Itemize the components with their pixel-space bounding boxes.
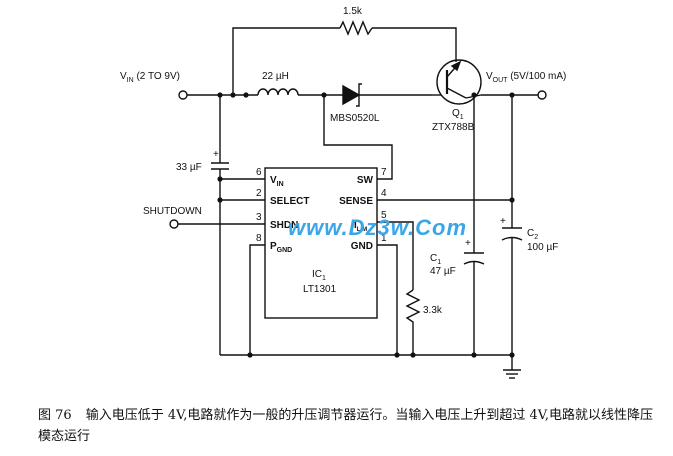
caption-text: 输入电压低于 4V,电路就作为一般的升压调节器运行。当输入电压上升到超过 4V,… <box>38 408 653 444</box>
cin-plus: + <box>213 149 219 160</box>
inductor <box>257 88 299 96</box>
pin-sw-name: SW <box>357 175 374 186</box>
pin-shdn-name: SHDN <box>270 220 298 231</box>
cin-label: 33 µF <box>176 162 202 173</box>
pin-vin-name: VIN <box>270 175 284 188</box>
pin-ilim-name: ILIM <box>354 220 367 233</box>
vout-label: VOUT (5V/100 mA) <box>486 71 566 84</box>
pin-3-number: 3 <box>256 212 262 223</box>
pin-pgnd-name: PGND <box>270 241 292 254</box>
vout-terminal <box>537 90 547 100</box>
ic-body <box>264 167 378 319</box>
pin-7-number: 7 <box>381 167 387 178</box>
ic-name: IC1 <box>312 269 326 282</box>
watermark: www.Dz3w.Com <box>288 215 467 240</box>
transistor-q1 <box>432 59 482 105</box>
pin-8-number: 8 <box>256 233 262 244</box>
c2-label: C2 <box>527 228 538 241</box>
pin-4-number: 4 <box>381 188 387 199</box>
pin-1-number: 1 <box>381 233 387 244</box>
vin-terminal <box>178 90 188 100</box>
pin-6-number: 6 <box>256 167 262 178</box>
diode-label: MBS0520L <box>330 113 380 124</box>
feedback-resistor <box>339 20 373 36</box>
c2-value: 100 µF <box>527 242 558 253</box>
pin-gnd-name: GND <box>351 241 373 252</box>
pin-sense-name: SENSE <box>339 196 373 207</box>
c2-plus: + <box>500 216 506 227</box>
resistor-3-3k-label: 3.3k <box>423 305 443 316</box>
c1-plus: + <box>465 238 471 249</box>
circuit-schematic: 1.5k VIN (2 TO 9V) 22 µH MBS0520L VOUT (… <box>120 6 566 379</box>
ground-symbol <box>503 369 521 379</box>
inductor-label: 22 µH <box>262 71 289 82</box>
shutdown-label: SHUTDOWN <box>143 206 202 217</box>
ic-part: LT1301 <box>303 284 337 295</box>
shutdown-terminal <box>169 219 179 229</box>
vin-label: VIN (2 TO 9V) <box>120 71 180 84</box>
pin-5-number: 5 <box>381 210 387 221</box>
feedback-resistor-label: 1.5k <box>343 6 363 17</box>
c1-value: 47 µF <box>430 266 456 277</box>
q1-label: Q1 <box>452 108 464 121</box>
c1-label: C1 <box>430 253 441 266</box>
q1-part-label: ZTX788B <box>432 122 475 133</box>
pin-select-name: SELECT <box>270 196 309 207</box>
resistor-3-3k <box>405 289 421 355</box>
figure-number: 图 76 <box>38 408 72 423</box>
pin-2-number: 2 <box>256 188 262 199</box>
